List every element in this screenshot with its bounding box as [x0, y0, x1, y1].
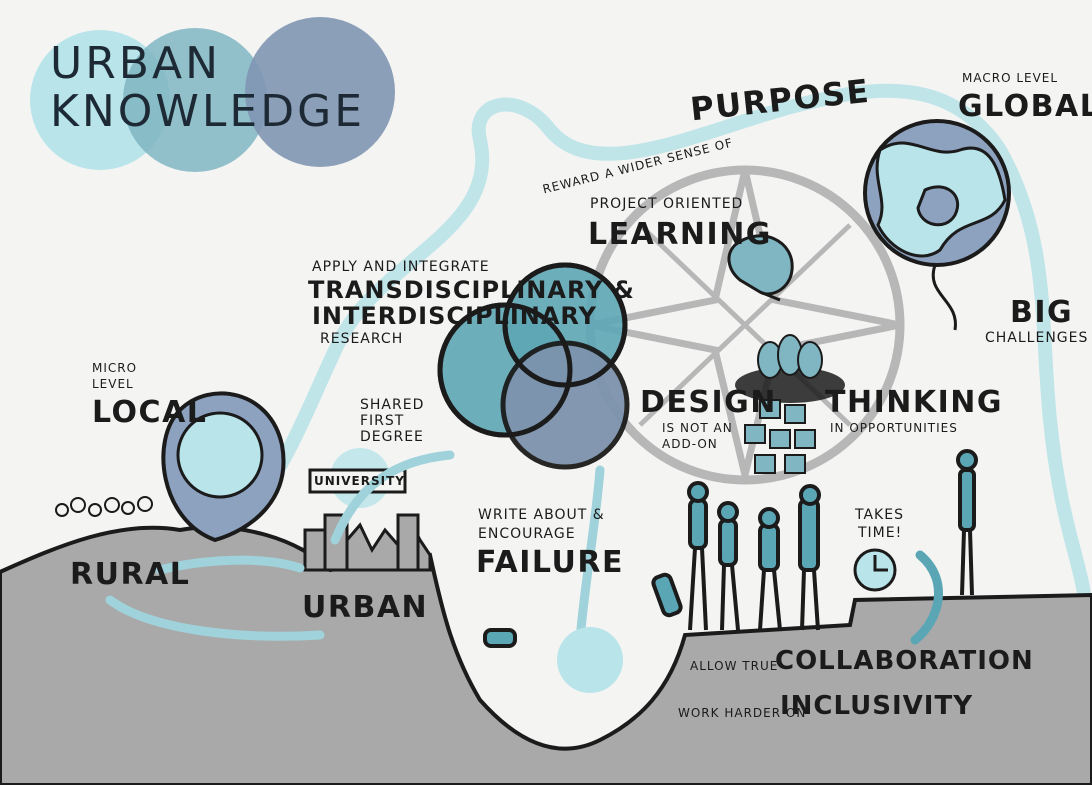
- people-group: [483, 449, 978, 648]
- learning-word: LEARNING: [588, 217, 772, 252]
- location-pin: [161, 391, 286, 543]
- thinking-sub: IN OPPORTUNITIES: [830, 421, 958, 435]
- flow-ribbon: [113, 83, 1092, 627]
- city-buildings: [303, 513, 432, 572]
- thinking-word: THINKING: [825, 385, 1003, 420]
- globe: [863, 119, 1011, 331]
- inclusivity-prefix: WORK HARDER ON: [678, 706, 807, 720]
- rural-label: RURAL: [70, 557, 191, 592]
- arrows: [105, 450, 943, 645]
- nest: [735, 334, 845, 403]
- micro-label-1: MICRO: [92, 361, 138, 375]
- shared-degree-2: FIRST: [360, 413, 405, 429]
- university-sign-text: UNIVERSITY: [314, 474, 405, 488]
- challenges-word: CHALLENGES: [985, 330, 1089, 346]
- title-circle-mid: [123, 28, 267, 172]
- ground: [0, 525, 1092, 785]
- micro-label-2: LEVEL: [92, 377, 134, 391]
- lightbulb-rocket: [727, 234, 794, 302]
- inclusivity-word: INCLUSIVITY: [780, 691, 974, 721]
- global-title: GLOBAL: [958, 89, 1092, 124]
- failure-word: FAILURE: [476, 545, 624, 580]
- design-word: DESIGN: [640, 385, 777, 420]
- failure-line-2: ENCOURAGE: [478, 526, 576, 542]
- trees: [55, 496, 153, 517]
- takes-time-2: TIME!: [858, 525, 903, 541]
- shared-degree-1: SHARED: [360, 397, 425, 413]
- research-line-2: TRANSDISCIPLINARY &: [308, 276, 635, 304]
- design-line-1: IS NOT AN: [662, 421, 733, 435]
- urban-label: URBAN: [302, 590, 429, 625]
- venn: [437, 262, 630, 470]
- research-line-4: RESEARCH: [320, 331, 404, 347]
- collaboration-word: COLLABORATION: [775, 646, 1034, 676]
- clock: [853, 548, 897, 592]
- takes-time-1: TAKES: [855, 507, 904, 523]
- title-circle-dark: [245, 17, 395, 167]
- learning-label: PROJECT ORIENTED: [590, 196, 744, 212]
- local-title: LOCAL: [92, 395, 208, 430]
- research-line-1: APPLY AND INTEGRATE: [312, 259, 490, 275]
- title-line-2: KNOWLEDGE: [50, 86, 365, 137]
- failure-circle: [557, 627, 623, 693]
- design-line-2: ADD-ON: [662, 437, 718, 451]
- sticky-notes: [744, 399, 816, 474]
- macro-level-label: MACRO LEVEL: [962, 71, 1059, 85]
- shared-degree-3: DEGREE: [360, 429, 424, 445]
- failure-line-1: WRITE ABOUT &: [478, 507, 605, 523]
- research-line-3: INTERDISCIPLINARY: [312, 302, 597, 330]
- collaboration-prefix: ALLOW TRUE: [690, 659, 779, 673]
- title-line-1: URBAN: [50, 38, 221, 89]
- big-word: BIG: [1010, 295, 1074, 330]
